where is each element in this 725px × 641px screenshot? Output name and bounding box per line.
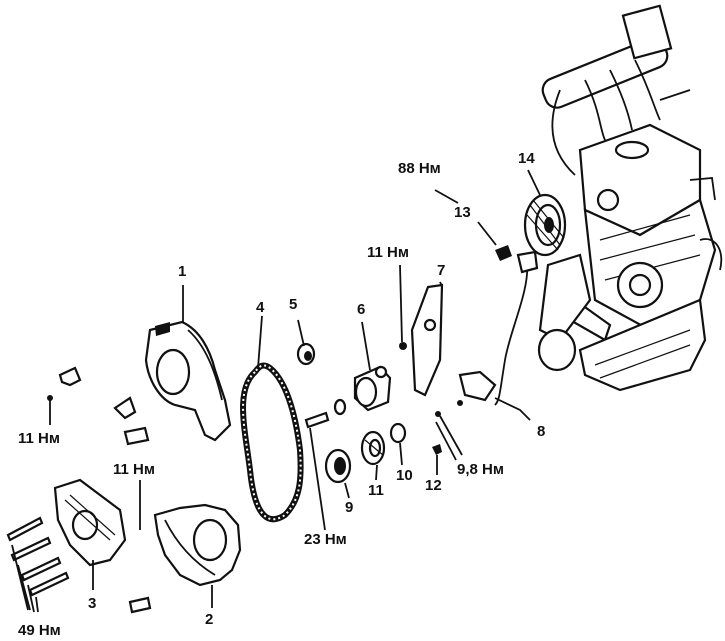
bracket-3 [53, 478, 127, 567]
flange-11 [360, 430, 386, 466]
bracket-small-mid [113, 396, 137, 420]
torque-9-8nm: 9,8 Нм [457, 461, 504, 478]
clip-small [123, 426, 150, 446]
timing-belt-4 [240, 362, 304, 523]
callout-2: 2 [205, 611, 214, 628]
torque-23nm: 23 Нм [304, 531, 347, 548]
callout-1: 1 [178, 263, 187, 280]
upper-cover-1 [144, 320, 232, 442]
callout-14: 14 [518, 150, 535, 167]
callout-12: 12 [425, 477, 442, 494]
clip-lower [128, 596, 152, 614]
torque-88nm: 88 Нм [398, 160, 441, 177]
callout-8: 8 [537, 423, 546, 440]
callout-5: 5 [289, 296, 298, 313]
callout-3: 3 [88, 595, 97, 612]
ring-10 [389, 422, 407, 444]
bracket-7 [410, 283, 444, 397]
callout-7: 7 [437, 262, 446, 279]
torque-49nm: 49 Нм [18, 622, 61, 639]
gear-pulley-9 [324, 448, 352, 484]
callout-13: 13 [454, 204, 471, 221]
bracket-small-left [58, 366, 82, 387]
callout-6: 6 [357, 301, 366, 318]
bolts-49nm [6, 516, 70, 613]
tensioner-6 [353, 365, 392, 412]
idler-5 [296, 342, 316, 366]
lower-cover-2 [153, 503, 242, 587]
callout-9: 9 [345, 499, 354, 516]
torque-11nm-top: 11 Нм [367, 244, 409, 261]
torque-11nm-left: 11 Нм [18, 430, 60, 447]
callout-10: 10 [396, 467, 413, 484]
washer-part [333, 398, 347, 416]
bolt-13 [495, 245, 512, 261]
bolt-12 [432, 444, 442, 455]
callout-11: 11 [368, 482, 384, 499]
bolt-23nm [304, 411, 330, 429]
camshaft-pulley-14 [523, 193, 567, 257]
engine-block [537, 4, 723, 392]
torque-11nm-mid: 11 Нм [113, 461, 155, 478]
sensor-cable-8 [457, 250, 539, 421]
callout-4: 4 [256, 299, 265, 316]
